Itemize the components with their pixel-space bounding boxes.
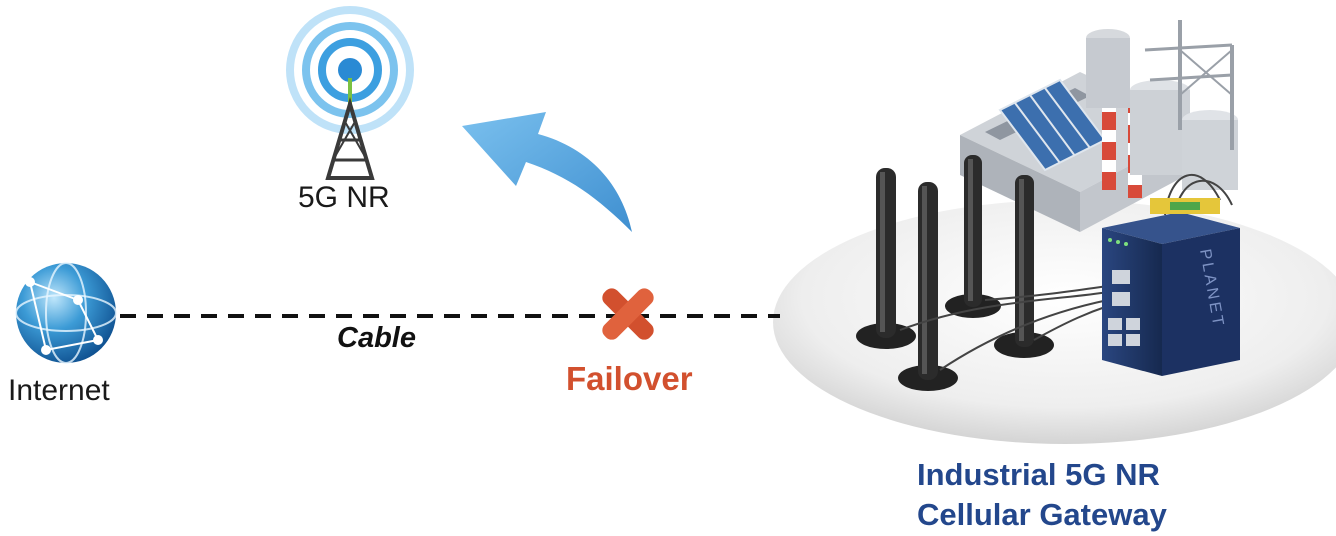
red-x-icon bbox=[602, 288, 654, 340]
internet-label: Internet bbox=[8, 374, 110, 407]
tower-label: 5G NR bbox=[298, 181, 390, 214]
cell-tower-icon bbox=[286, 6, 414, 180]
failover-arrow-icon bbox=[462, 112, 632, 232]
globe-icon bbox=[15, 262, 117, 364]
cable-label: Cable bbox=[337, 322, 416, 354]
factory-icon bbox=[960, 20, 1238, 232]
gateway-device-icon: PLANET bbox=[1102, 198, 1240, 376]
antenna-icon bbox=[898, 182, 958, 391]
antenna-icon bbox=[856, 168, 916, 349]
failover-label: Failover bbox=[566, 360, 693, 397]
gateway-title-line1: Industrial 5G NR bbox=[917, 457, 1160, 492]
gateway-title-line2: Cellular Gateway bbox=[917, 497, 1167, 532]
antenna-icon bbox=[994, 175, 1054, 358]
platform-disc bbox=[773, 200, 1336, 444]
